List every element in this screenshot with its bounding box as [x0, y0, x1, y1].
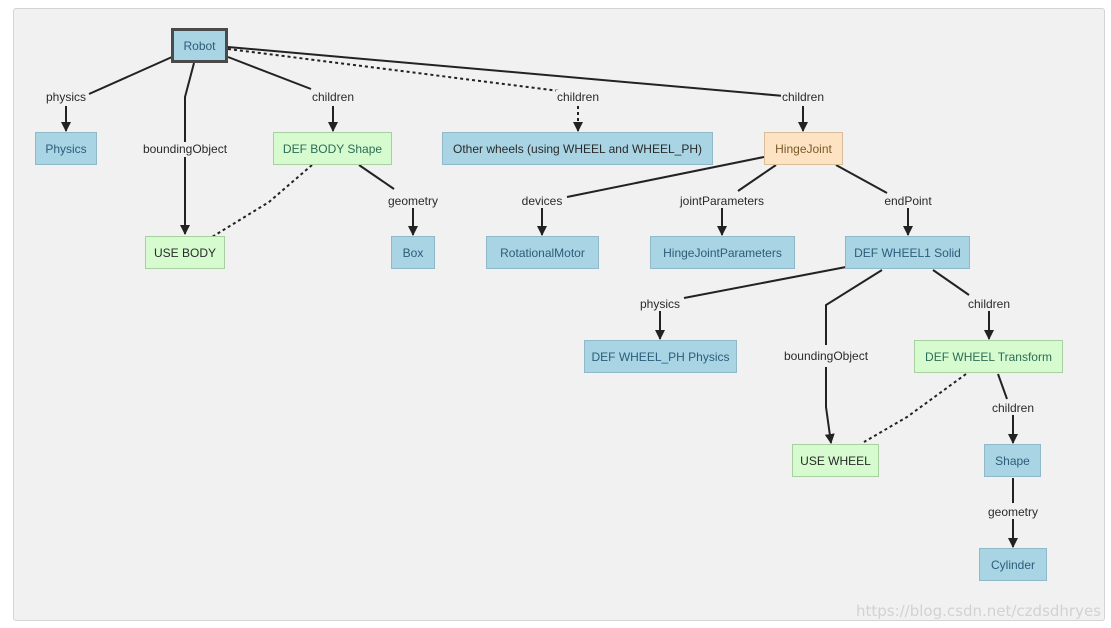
- node-use-wheel[interactable]: USE WHEEL: [792, 444, 879, 477]
- edge-transform-children: [997, 373, 1008, 400]
- node-hinge-params[interactable]: HingeJointParameters: [650, 236, 795, 269]
- edges-layer: [61, 46, 1018, 548]
- node-wheel-ph-physics[interactable]: DEF WHEEL_PH Physics: [584, 340, 737, 373]
- node-hinge-joint[interactable]: HingeJoint: [764, 132, 843, 165]
- edge-wheel-bounding-arrow: [824, 367, 835, 444]
- edge-robot-bounding: [184, 62, 195, 144]
- edge-label-hinge-joint-params: jointParameters: [678, 194, 766, 208]
- edge-label-robot-children-other: children: [555, 90, 601, 104]
- node-use-body[interactable]: USE BODY: [145, 236, 225, 269]
- diagram-frame: physics boundingObject children children…: [13, 8, 1105, 621]
- edge-body-geometry: [358, 164, 395, 190]
- edge-wheel-bounding: [825, 269, 883, 345]
- edge-hinge-params: [737, 164, 777, 192]
- edge-label-wheel-bounding: boundingObject: [782, 349, 870, 363]
- edge-label-hinge-devices: devices: [520, 194, 564, 208]
- node-shape[interactable]: Shape: [984, 444, 1041, 477]
- node-wheel1-solid[interactable]: DEF WHEEL1 Solid: [845, 236, 970, 269]
- edge-body-use: [211, 164, 313, 238]
- edge-label-hinge-endpoint: endPoint: [883, 194, 933, 208]
- edge-transform-use: [863, 373, 967, 443]
- node-cylinder[interactable]: Cylinder: [979, 548, 1047, 581]
- edge-robot-children-hinge: [227, 46, 785, 97]
- edge-wheel-physics: [683, 266, 847, 299]
- edge-label-transform-children: children: [990, 401, 1036, 415]
- edge-label-wheel-physics: physics: [638, 297, 682, 311]
- edge-label-robot-children-hinge: children: [780, 90, 826, 104]
- edge-label-robot-physics: physics: [44, 90, 88, 104]
- edge-hinge-endpoint: [835, 164, 888, 194]
- node-physics[interactable]: Physics: [35, 132, 97, 165]
- node-box[interactable]: Box: [391, 236, 435, 269]
- edge-hinge-devices: [566, 156, 765, 198]
- edge-label-body-geometry: geometry: [386, 194, 440, 208]
- watermark: https://blog.csdn.net/czdsdhryes: [855, 602, 1101, 620]
- node-wheel-transform[interactable]: DEF WHEEL Transform: [914, 340, 1063, 373]
- edge-robot-children-other: [227, 48, 560, 92]
- edge-label-robot-children-body: children: [310, 90, 356, 104]
- edge-label-shape-geometry: geometry: [986, 505, 1040, 519]
- edge-wheel-children: [932, 269, 970, 296]
- edge-robot-physics: [88, 56, 173, 95]
- edge-label-wheel-children: children: [966, 297, 1012, 311]
- node-rotational-motor[interactable]: RotationalMotor: [486, 236, 599, 269]
- node-body-shape[interactable]: DEF BODY Shape: [273, 132, 392, 165]
- edge-robot-children-body: [227, 56, 312, 90]
- node-robot[interactable]: Robot: [171, 28, 228, 63]
- edge-label-robot-bounding: boundingObject: [141, 142, 229, 156]
- node-other-wheels[interactable]: Other wheels (using WHEEL and WHEEL_PH): [442, 132, 713, 165]
